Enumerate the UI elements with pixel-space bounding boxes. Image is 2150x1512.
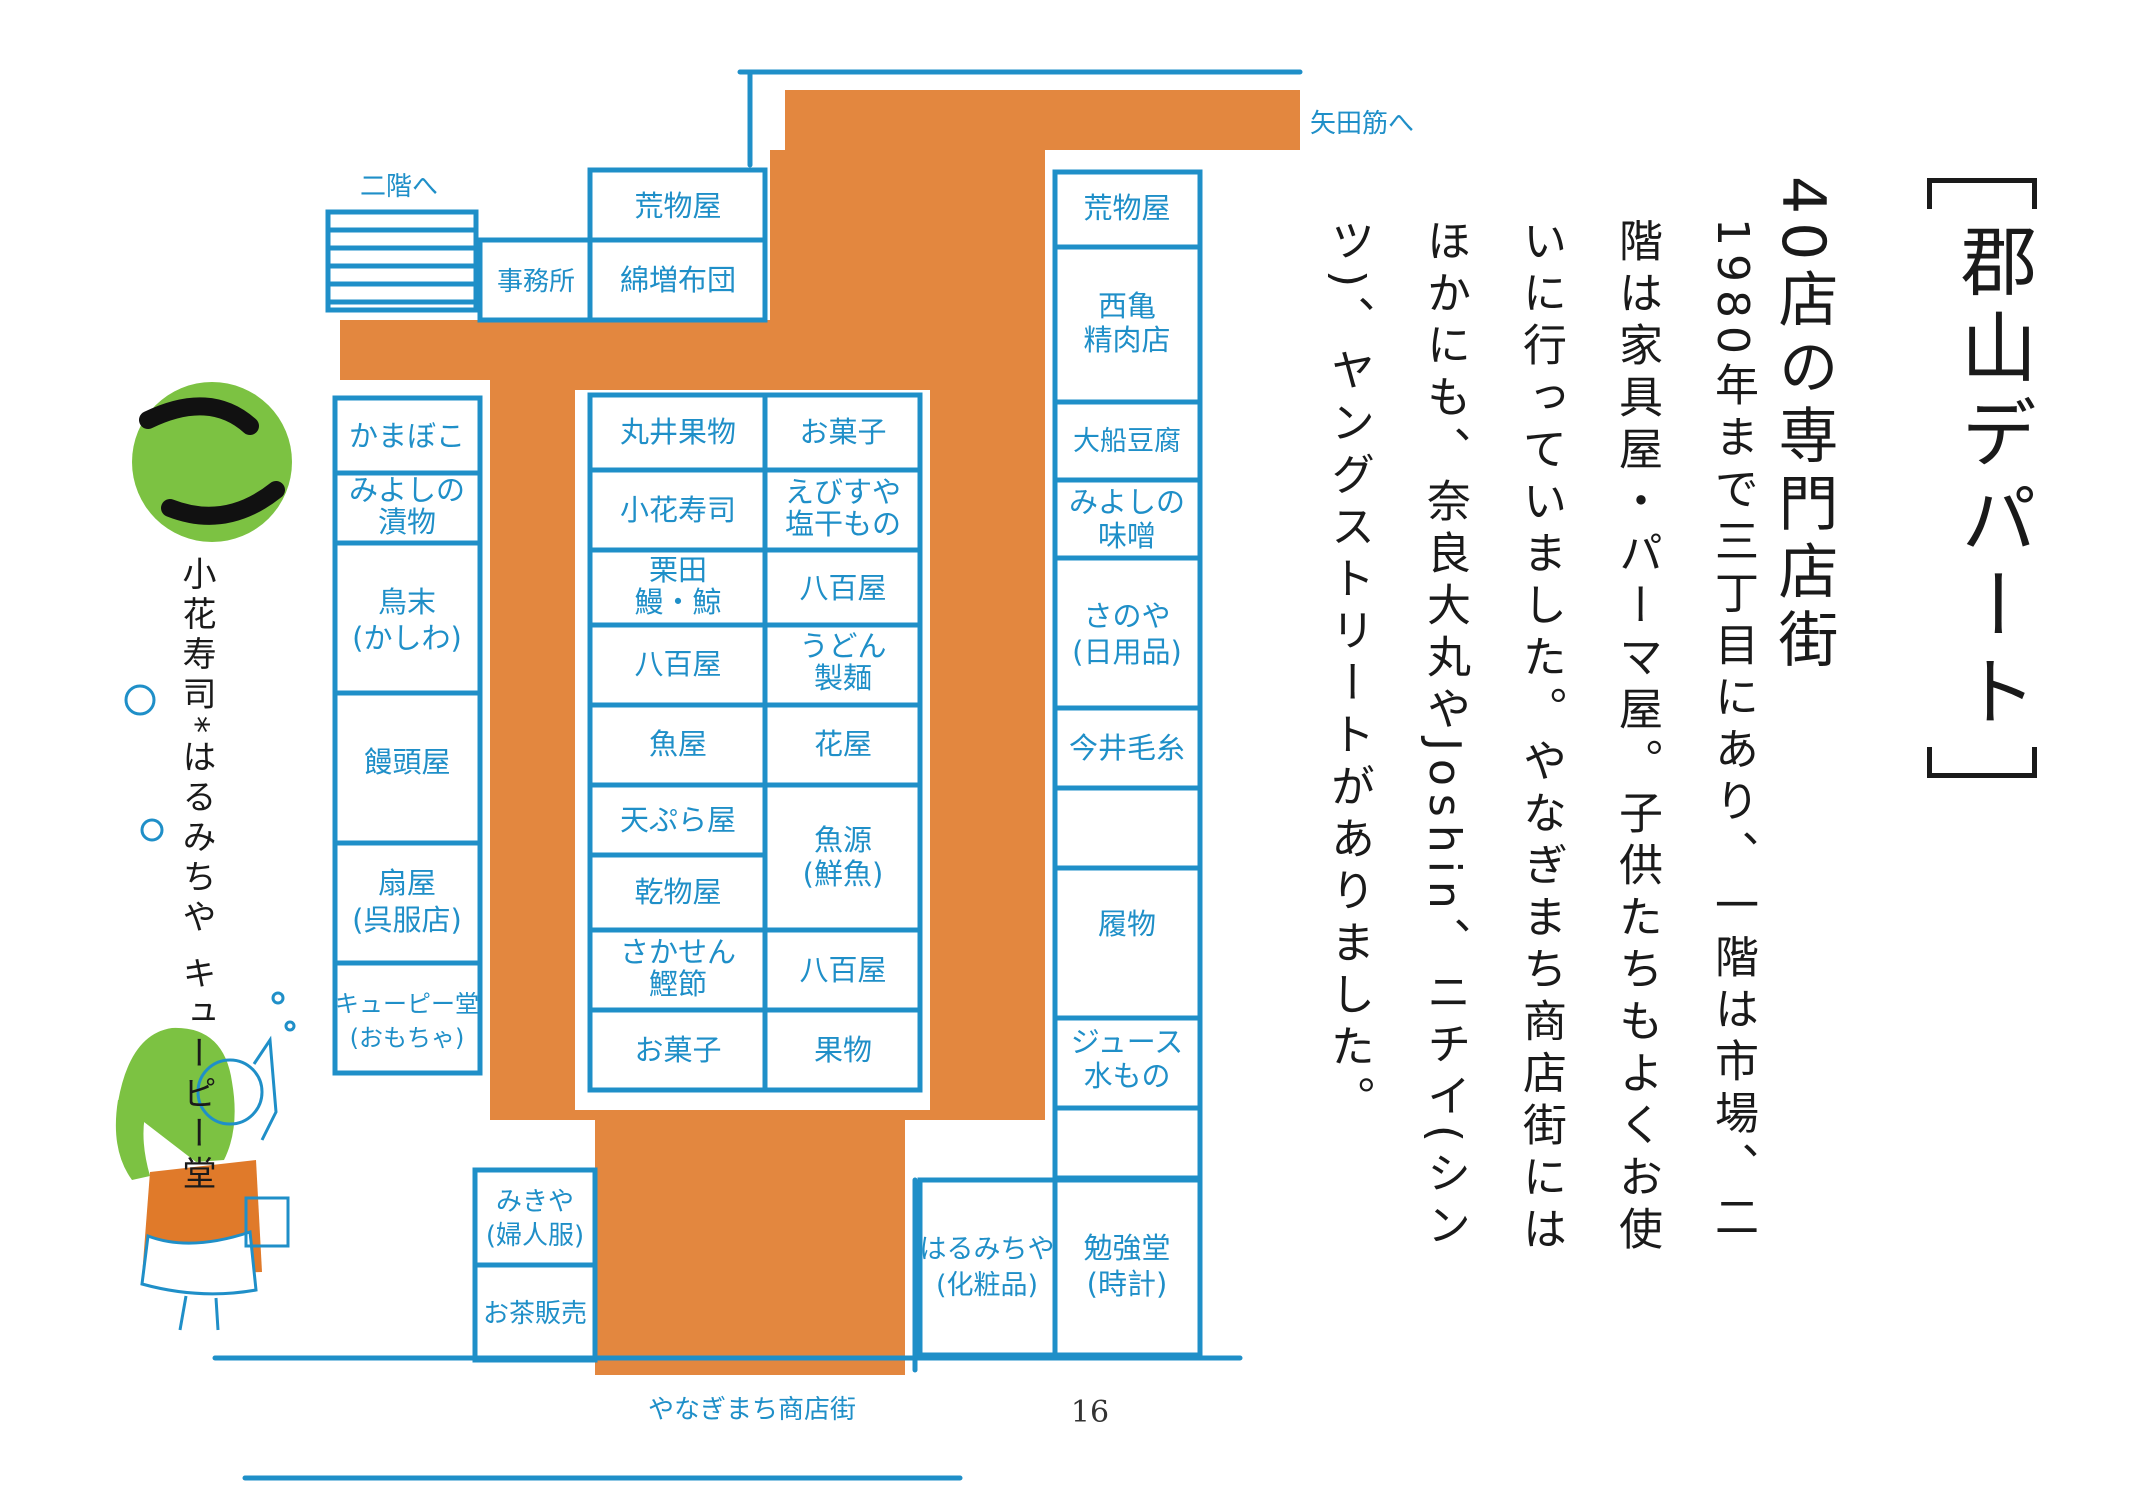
- shop-label: 漬物: [378, 505, 436, 539]
- girl-illustration: [115, 1027, 290, 1331]
- shop-label: 塩干もの: [785, 507, 901, 541]
- shop-label: 事務所: [497, 267, 575, 297]
- shop-label: 八百屋: [634, 647, 721, 681]
- title-bracket-bottom: [1927, 747, 2037, 778]
- shop-label: 饅頭屋: [363, 745, 450, 779]
- to-yata-label: 矢田筋へ: [1310, 109, 1414, 139]
- shop-label: (化粧品): [936, 1270, 1038, 1301]
- shop-label: 扇屋: [378, 866, 436, 900]
- shop-label: 水もの: [1083, 1059, 1170, 1093]
- body-text: 1980年まで三丁目にあり、一階は市場、二階は家具屋・パーマ屋。子供たちもよくお…: [1323, 218, 1758, 1258]
- shop-label: 魚屋: [649, 727, 707, 761]
- shop-label: (呉服店): [352, 903, 462, 937]
- bubbles: [124, 684, 296, 1032]
- street-label: やなぎまち商店街: [648, 1395, 856, 1425]
- shop-label: 荒物屋: [1083, 191, 1170, 225]
- shop-label: うどん: [799, 629, 886, 663]
- page-title: 郡山デパート: [1915, 178, 2040, 778]
- shop-label: 勉強堂: [1083, 1231, 1170, 1265]
- title-bracket-top: [1927, 178, 2037, 209]
- shop-label: 花屋: [814, 727, 872, 761]
- shop-label: キューピー堂: [335, 990, 479, 1018]
- page-number: 16: [1071, 1395, 1109, 1430]
- shop-label: ジュース: [1071, 1025, 1184, 1059]
- shop-label: 鳥末: [378, 585, 436, 619]
- shop-label: 精肉店: [1083, 323, 1170, 357]
- shop-label: 八百屋: [799, 571, 886, 605]
- shop-label: みよしの: [1069, 485, 1185, 519]
- shop-label: (時計): [1087, 1267, 1168, 1301]
- shop-label: えびすや: [785, 475, 901, 509]
- shop-label: (おもちゃ): [350, 1024, 465, 1052]
- shop-label: さかせん: [620, 935, 736, 969]
- sphere-logo: [132, 382, 292, 542]
- shop-label: 栗田: [649, 553, 707, 587]
- shop-label: 大船豆腐: [1073, 426, 1181, 457]
- shop-label: みよしの: [349, 473, 465, 507]
- shop-label: 魚源: [814, 823, 872, 857]
- shop-label: (婦人服): [486, 1221, 584, 1251]
- shop-outlines: [212, 69, 1303, 1481]
- page-subtitle: 40店の専門店街: [1768, 176, 1838, 677]
- shop-label: 履物: [1098, 907, 1156, 941]
- shop-label: 荒物屋: [634, 189, 721, 223]
- shop-label: (かしわ): [352, 621, 462, 655]
- shop-label: 鰹節: [649, 967, 707, 1001]
- title-text: 郡山デパート: [1948, 222, 2037, 738]
- shop-label: お菓子: [634, 1033, 721, 1067]
- shop-label: 綿増布団: [620, 263, 736, 297]
- shop-label: はるみちや: [920, 1234, 1055, 1265]
- shop-label: 今井毛糸: [1069, 731, 1185, 765]
- shop-label: お菓子: [799, 415, 886, 449]
- shop-label: 果物: [814, 1033, 872, 1067]
- shop-label: 小花寿司: [620, 493, 736, 527]
- shop-label: 味噌: [1098, 519, 1156, 553]
- credit-text: 小花寿司*はるみちや キューピー堂: [176, 556, 216, 1196]
- shop-label: 乾物屋: [634, 875, 721, 909]
- shop-label: さのや: [1083, 599, 1170, 633]
- shop-label: みきや: [496, 1187, 574, 1217]
- shop-label: 八百屋: [799, 953, 886, 987]
- stairs-label: 二階へ: [360, 172, 438, 202]
- shop-label: 製麺: [814, 661, 872, 695]
- shop-label: 天ぷら屋: [620, 803, 736, 837]
- shop-label: かまぼこ: [349, 419, 465, 453]
- shop-label: 西亀: [1098, 289, 1156, 323]
- shop-label: お茶販売: [483, 1299, 587, 1329]
- shop-label: 鰻・鯨: [634, 585, 721, 619]
- shop-label: (鮮魚): [803, 857, 884, 891]
- shop-label: (日用品): [1072, 635, 1182, 669]
- shop-label: 丸井果物: [620, 415, 736, 449]
- market-corridor: [340, 90, 1300, 1375]
